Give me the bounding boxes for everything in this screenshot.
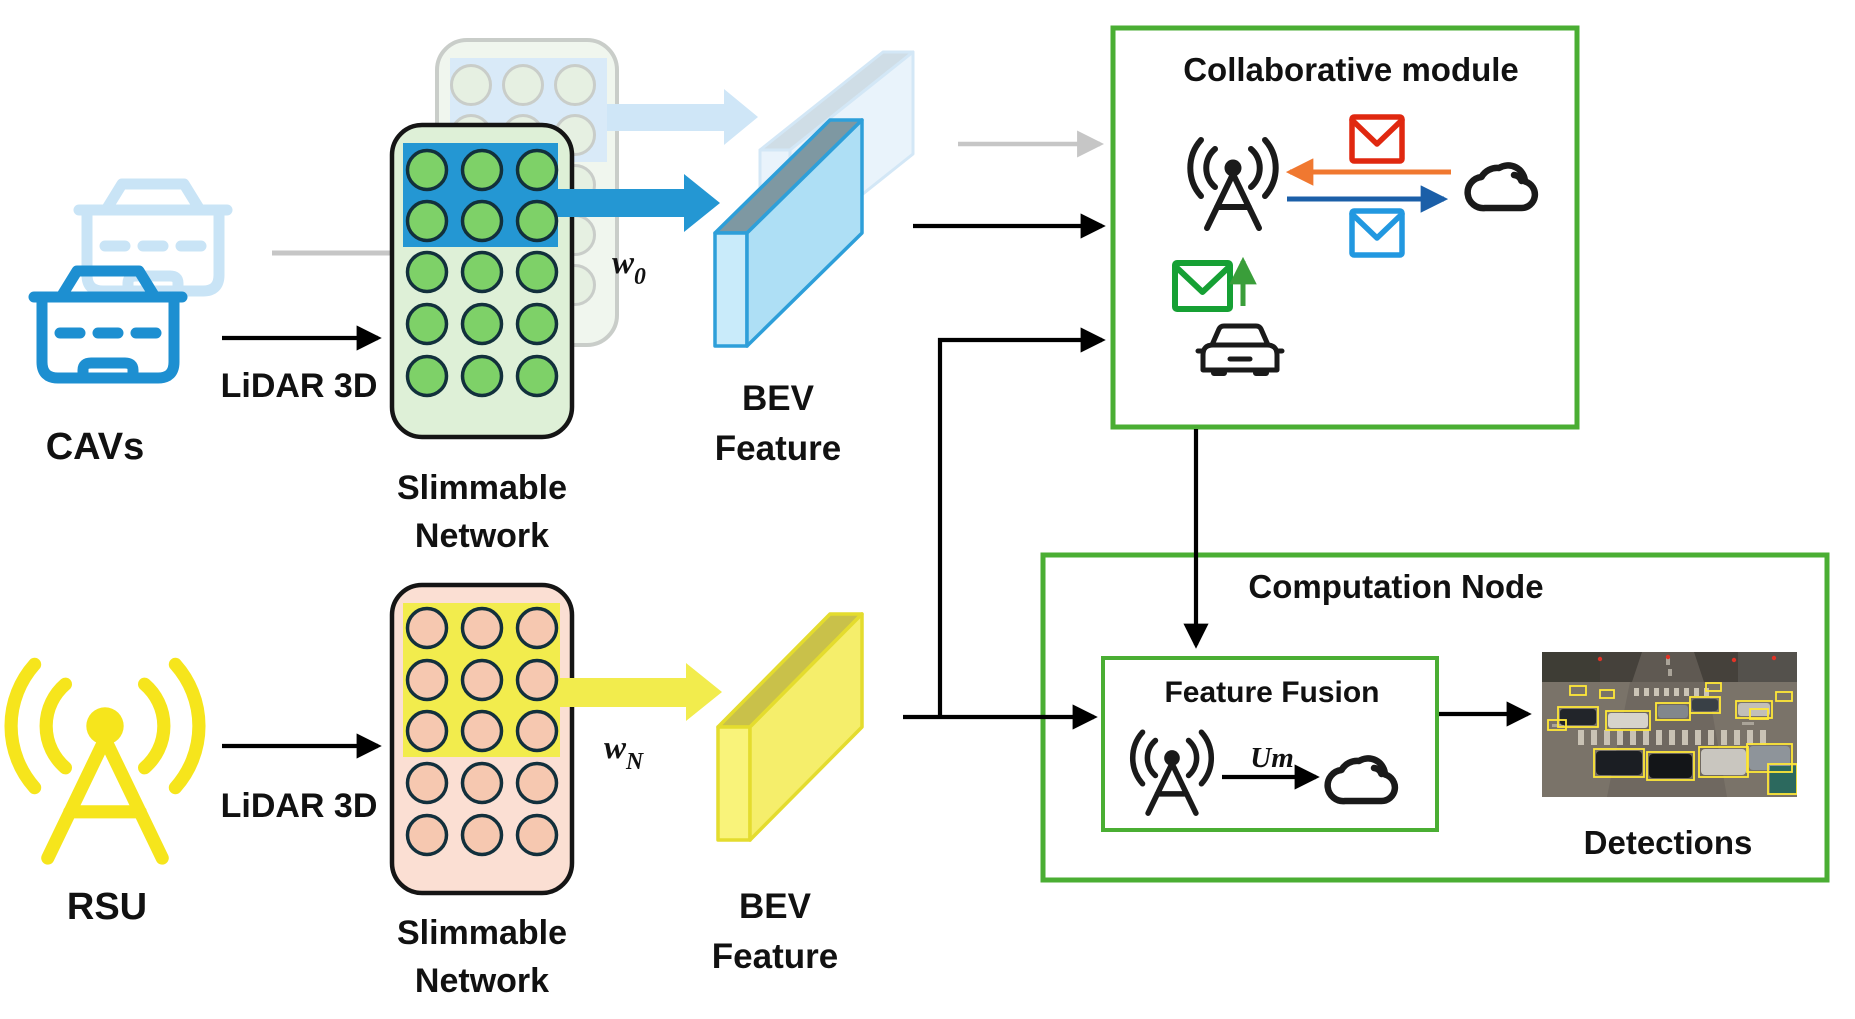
- rsu-bev-feature: [716, 612, 864, 842]
- slimmable-bottom-line1: Slimmable: [396, 914, 568, 952]
- slimmable-top-line1: Slimmable: [396, 469, 568, 507]
- bev-top-line1: BEV: [742, 379, 814, 418]
- red-envelope-icon: [1349, 114, 1405, 164]
- um-label: Um: [1250, 742, 1294, 774]
- bev-bottom-line1: BEV: [739, 887, 811, 926]
- connector-arrows: [222, 213, 1532, 759]
- bev-bottom-line2: Feature: [711, 936, 839, 976]
- detections-label: Detections: [1583, 824, 1753, 861]
- w0-base: w: [612, 245, 635, 281]
- rsu-antenna-icon: [11, 664, 199, 858]
- collaborative-module-box: [1110, 25, 1580, 430]
- detections-image: [1542, 652, 1797, 797]
- bev-feature-top-label: BEV Feature: [715, 374, 841, 473]
- slimmable-network-top-label: Slimmable Network: [397, 464, 567, 561]
- slimmable-network-bottom-label: Slimmable Network: [397, 909, 567, 1006]
- feature-fusion-icons: [1133, 732, 1395, 813]
- w0-sub: 0: [634, 264, 646, 291]
- rsu-slimmable-network: [389, 582, 575, 896]
- bev-top-line2: Feature: [714, 428, 842, 468]
- cav-slimmable-network: [389, 122, 575, 440]
- computation-node-title: Computation Node: [1248, 568, 1544, 605]
- slimmable-bottom-line2: Network: [414, 962, 550, 1001]
- bev-feature-bottom-label: BEV Feature: [712, 882, 838, 981]
- collaborative-module-title: Collaborative module: [1183, 51, 1519, 88]
- green-envelope-icon: [1172, 260, 1233, 312]
- collaborative-module-icons: [1172, 114, 1535, 373]
- lidar-top-label: LiDAR 3D: [220, 367, 378, 405]
- cav-bev-feature: [713, 118, 864, 348]
- branch-to-collab-arrow: [937, 327, 1106, 715]
- cavs-label: CAVs: [45, 426, 145, 468]
- rsu-label: RSU: [66, 886, 148, 928]
- w0-label: w0: [612, 240, 646, 291]
- wn-base: w: [604, 730, 627, 766]
- wn-sub: N: [626, 749, 644, 776]
- ghost-weight-arrow: [607, 89, 758, 145]
- slimmable-top-line2: Network: [414, 517, 550, 556]
- lidar-bottom-label: LiDAR 3D: [220, 787, 378, 825]
- w0-arrow: [558, 174, 720, 232]
- wn-label: wN: [604, 725, 643, 776]
- feature-fusion-title: Feature Fusion: [1164, 676, 1380, 709]
- blue-envelope-icon: [1349, 208, 1405, 258]
- wn-arrow: [560, 663, 722, 721]
